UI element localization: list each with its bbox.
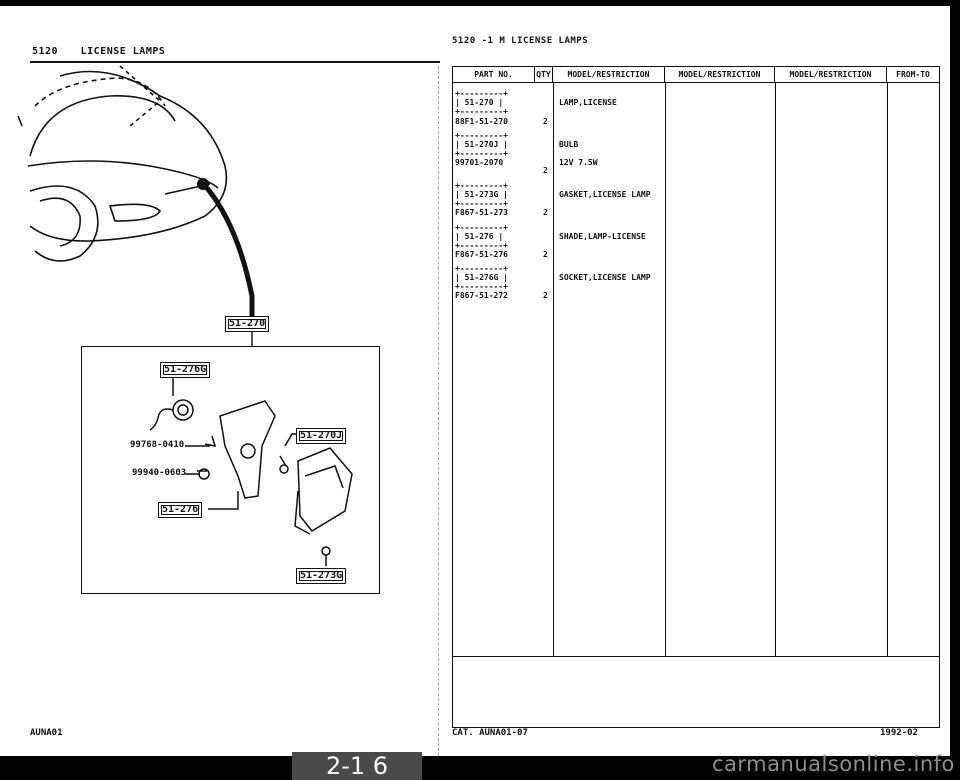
footer-code: AUNA01 xyxy=(30,728,63,738)
exploded-view-frame xyxy=(81,346,380,594)
section-title-left: 5120 LICENSE LAMPS xyxy=(32,46,181,57)
nut-part-number: 99940-0603 xyxy=(132,468,187,478)
column-divider xyxy=(887,83,888,657)
row-ref: | 51-273G | xyxy=(455,190,508,199)
callout-main: 51-270 xyxy=(225,316,270,332)
row-desc: 12V 7.5W xyxy=(559,158,598,167)
column-divider xyxy=(775,83,776,657)
section-name: LICENSE LAMPS xyxy=(80,46,166,57)
header-part-no: PART NO. xyxy=(453,67,535,83)
row-ref: | 51-276G | xyxy=(455,273,508,282)
page-number-tab: 2-1 6 xyxy=(292,752,422,780)
row-qty: 2 xyxy=(543,166,548,175)
section-code: 5120 xyxy=(32,46,59,57)
row-ref: +---------+ xyxy=(455,264,508,273)
row-ref: +---------+ xyxy=(455,181,508,190)
header-model-2: MODEL/RESTRICTION xyxy=(665,67,775,83)
row-part: F867-51-272 xyxy=(455,291,508,300)
callout-bulb: 51-270J xyxy=(296,428,347,444)
row-part: 99701-2070 xyxy=(455,158,504,167)
row-ref: +---------+ xyxy=(455,282,508,291)
header-from-to: FROM-TO xyxy=(887,67,939,83)
row-desc: SOCKET,LICENSE LAMP xyxy=(559,273,651,282)
car-rear-illustration xyxy=(17,65,353,566)
screw-part-number: 99768-0410 xyxy=(130,440,185,450)
footer-date: 1992-02 xyxy=(880,728,918,738)
page-divider xyxy=(438,66,440,756)
row-desc: BULB xyxy=(559,140,579,149)
row-qty: 2 xyxy=(543,208,548,217)
row-ref: +---------+ xyxy=(455,89,508,98)
column-divider xyxy=(553,83,554,657)
row-qty: 2 xyxy=(543,291,548,300)
row-ref: | 51-270J | xyxy=(455,140,508,149)
header-model-1: MODEL/RESTRICTION xyxy=(553,67,665,83)
callout-shade: 51-276 xyxy=(158,502,203,518)
header-qty: QTY xyxy=(535,67,553,83)
column-divider xyxy=(665,83,666,657)
row-ref: +---------+ xyxy=(455,241,508,250)
parts-table: PART NO. QTY MODEL/RESTRICTION MODEL/RES… xyxy=(452,66,940,728)
callout-gasket: 51-273G xyxy=(296,568,347,584)
row-desc: SHADE,LAMP-LICENSE xyxy=(559,232,646,241)
row-qty: 2 xyxy=(543,250,548,259)
row-ref: +---------+ xyxy=(455,223,508,232)
title-rule xyxy=(30,61,440,63)
row-part: 88F1-51-270 xyxy=(455,117,508,126)
row-desc: LAMP,LICENSE xyxy=(559,98,617,107)
row-ref: +---------+ xyxy=(455,107,508,116)
footer-catalog: CAT. AUNA01-07 xyxy=(452,728,528,738)
row-ref: | 51-270 | xyxy=(455,98,504,107)
callout-socket: 51-276G xyxy=(160,362,211,378)
catalog-page: 5120 LICENSE LAMPS 5120 -1 M LICENSE LAM… xyxy=(0,6,950,756)
row-ref: +---------+ xyxy=(455,199,508,208)
row-part: F867-51-273 xyxy=(455,208,508,217)
row-desc: GASKET,LICENSE LAMP xyxy=(559,190,651,199)
section-title-right: 5120 -1 M LICENSE LAMPS xyxy=(452,36,589,46)
row-part: F867-51-276 xyxy=(455,250,508,259)
row-ref: | 51-276 | xyxy=(455,232,504,241)
row-ref: +---------+ xyxy=(455,149,508,158)
row-qty: 2 xyxy=(543,117,548,126)
table-bottom-rule xyxy=(453,656,939,657)
watermark: carmanualsonline.info xyxy=(712,752,955,776)
header-model-3: MODEL/RESTRICTION xyxy=(775,67,887,83)
row-ref: +---------+ xyxy=(455,131,508,140)
